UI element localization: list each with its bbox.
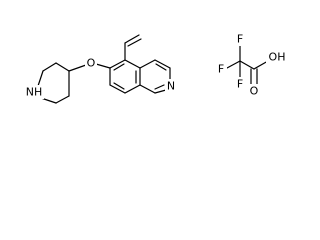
label-background (24, 85, 44, 99)
double-bond-inner (113, 82, 125, 90)
label-background (248, 84, 260, 98)
chemical-structure-diagram: O NH N F F F OH O (24, 32, 288, 104)
hydroxyl-label: OH (269, 51, 286, 64)
bond (109, 59, 126, 69)
bond (154, 89, 167, 94)
label-background (215, 62, 227, 76)
ether-linkage (68, 63, 111, 72)
bond (124, 84, 141, 94)
bond (139, 84, 156, 94)
fluorine-top-label: F (237, 33, 243, 46)
bond (109, 84, 126, 94)
vinyl-group (124, 34, 142, 61)
double-bond-inner (155, 63, 167, 71)
bond (68, 64, 87, 72)
bond (124, 59, 141, 69)
ether-oxygen-label: O (87, 57, 96, 70)
label-background (165, 79, 177, 93)
piperidine-nitrogen-label: NH (26, 86, 43, 99)
double-bond-inner (154, 84, 165, 90)
isoquinoline-right-ring (139, 59, 171, 94)
bond (42, 62, 57, 72)
isoquinoline-left-ring (109, 59, 141, 94)
bond (55, 62, 70, 72)
bond (239, 60, 255, 70)
bond (139, 59, 156, 69)
bond (154, 59, 171, 69)
double-bond-inner (127, 38, 142, 47)
fluorine-left-label: F (218, 63, 224, 76)
fluorine-bottom-label: F (237, 78, 243, 91)
double-bond-inner (113, 63, 125, 71)
bond (253, 60, 269, 70)
label-background (234, 32, 246, 46)
label-background (85, 56, 97, 70)
label-background (234, 77, 246, 91)
bond (37, 70, 44, 87)
bond (95, 63, 111, 69)
bond (124, 34, 140, 44)
isoquinoline-nitrogen-label: N (167, 80, 175, 93)
bond (226, 60, 241, 69)
atom-labels: O NH N F F F OH O (24, 32, 288, 99)
trifluoroacetic-acid (226, 44, 269, 86)
label-background (266, 50, 288, 64)
carbonyl-oxygen-label: O (250, 85, 259, 98)
bond (55, 95, 70, 104)
